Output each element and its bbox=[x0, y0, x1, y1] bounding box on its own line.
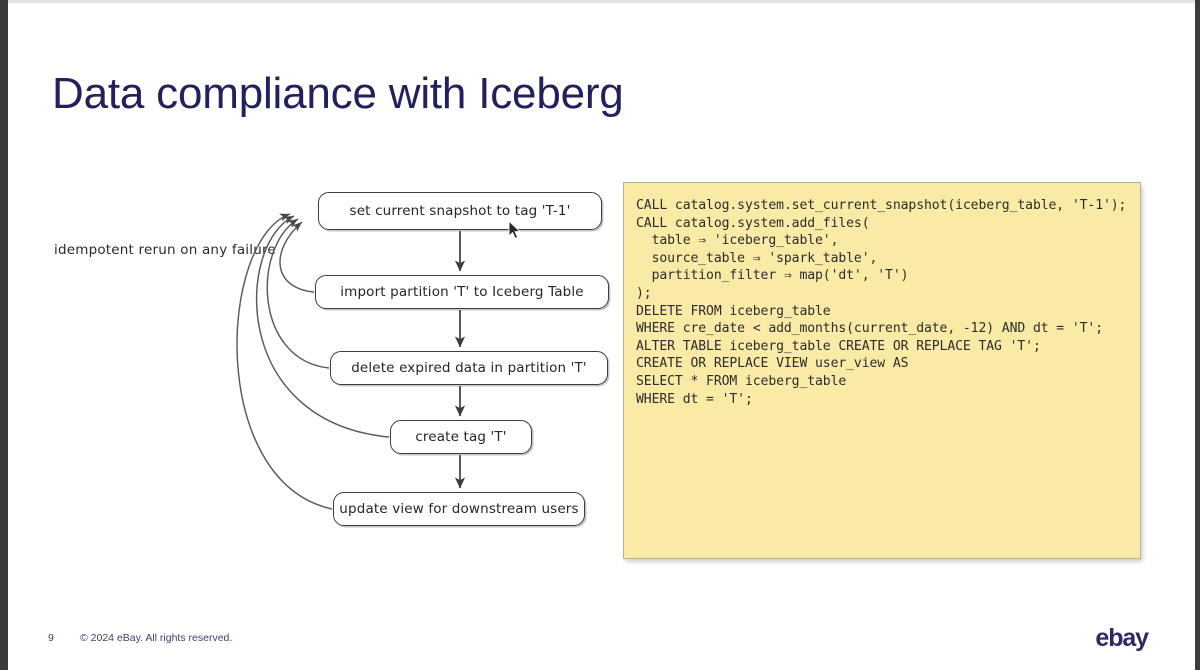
feedback-n2-n1 bbox=[279, 221, 315, 293]
flow-node-label: update view for downstream users bbox=[339, 501, 579, 517]
flow-node-set-snapshot[interactable]: set current snapshot to tag 'T-1' bbox=[318, 192, 602, 230]
code-line: CALL catalog.system.add_files( bbox=[636, 215, 870, 231]
code-line: partition_filter ⇒ map('dt', 'T') bbox=[636, 268, 909, 284]
flow-node-label: import partition 'T' to Iceberg Table bbox=[340, 284, 584, 300]
flow-node-update-view[interactable]: update view for downstream users bbox=[333, 492, 585, 526]
code-line: WHERE cre_date < add_months(current_date… bbox=[636, 321, 1103, 337]
window-edge-right bbox=[1195, 0, 1200, 670]
ebay-logo: ebay bbox=[1095, 624, 1149, 652]
window-edge-left bbox=[0, 0, 8, 670]
code-line: source_table ⇒ 'spark_table', bbox=[636, 250, 878, 266]
flow-node-delete-expired[interactable]: delete expired data in partition 'T' bbox=[330, 351, 608, 385]
flow-node-import-partition[interactable]: import partition 'T' to Iceberg Table bbox=[315, 275, 609, 309]
feedback-n4-n1 bbox=[255, 215, 390, 438]
code-line: CREATE OR REPLACE VIEW user_view AS bbox=[636, 356, 909, 372]
window-edge-top bbox=[8, 0, 1195, 3]
code-line: DELETE FROM iceberg_table bbox=[636, 303, 831, 319]
sql-code-block: CALL catalog.system.set_current_snapshot… bbox=[623, 182, 1141, 559]
footer-page-number: 9 bbox=[48, 632, 54, 644]
code-line: table ⇒ 'iceberg_table', bbox=[636, 233, 839, 249]
code-line: SELECT * FROM iceberg_table bbox=[636, 373, 847, 389]
flow-node-label: set current snapshot to tag 'T-1' bbox=[349, 203, 571, 219]
footer-copyright: © 2024 eBay. All rights reserved. bbox=[80, 632, 233, 644]
flow-annotation: idempotent rerun on any failure bbox=[54, 242, 276, 258]
feedback-n5-n1 bbox=[236, 213, 333, 510]
flow-node-create-tag[interactable]: create tag 'T' bbox=[390, 420, 532, 454]
page-title: Data compliance with Iceberg bbox=[52, 69, 624, 118]
flow-diagram: idempotent rerun on any failure bbox=[40, 170, 630, 550]
flow-node-label: delete expired data in partition 'T' bbox=[351, 360, 587, 376]
code-line: CALL catalog.system.set_current_snapshot… bbox=[636, 198, 1127, 213]
code-line: WHERE dt = 'T'; bbox=[636, 391, 753, 407]
code-line: ); bbox=[636, 285, 652, 301]
flow-node-label: create tag 'T' bbox=[415, 429, 507, 445]
code-line: ALTER TABLE iceberg_table CREATE OR REPL… bbox=[636, 338, 1041, 354]
